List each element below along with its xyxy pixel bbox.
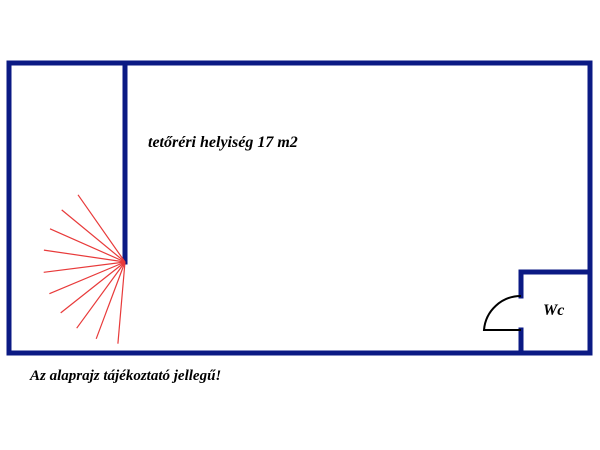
spiral-stair — [43, 194, 126, 344]
wc-door-swing — [482, 294, 522, 331]
stair-step-line — [61, 209, 126, 263]
disclaimer-note: Az alaprajz tájékoztató jellegű! — [30, 368, 222, 384]
outer-wall — [6, 60, 593, 356]
wc-label: Wc — [543, 302, 564, 319]
stair-step-line — [49, 228, 126, 263]
stair-step-line — [77, 194, 126, 263]
room-label: tetőréri helyiség 17 m2 — [148, 134, 298, 151]
stair-step-line — [49, 261, 126, 295]
stair-step-line — [43, 249, 126, 263]
stair-step-line — [95, 261, 126, 340]
stair-step-line — [117, 261, 126, 344]
stair-step-line — [60, 261, 126, 314]
stair-step-line — [76, 261, 126, 329]
stair-step-line — [43, 261, 126, 273]
wc-wall-upper — [518, 269, 593, 299]
